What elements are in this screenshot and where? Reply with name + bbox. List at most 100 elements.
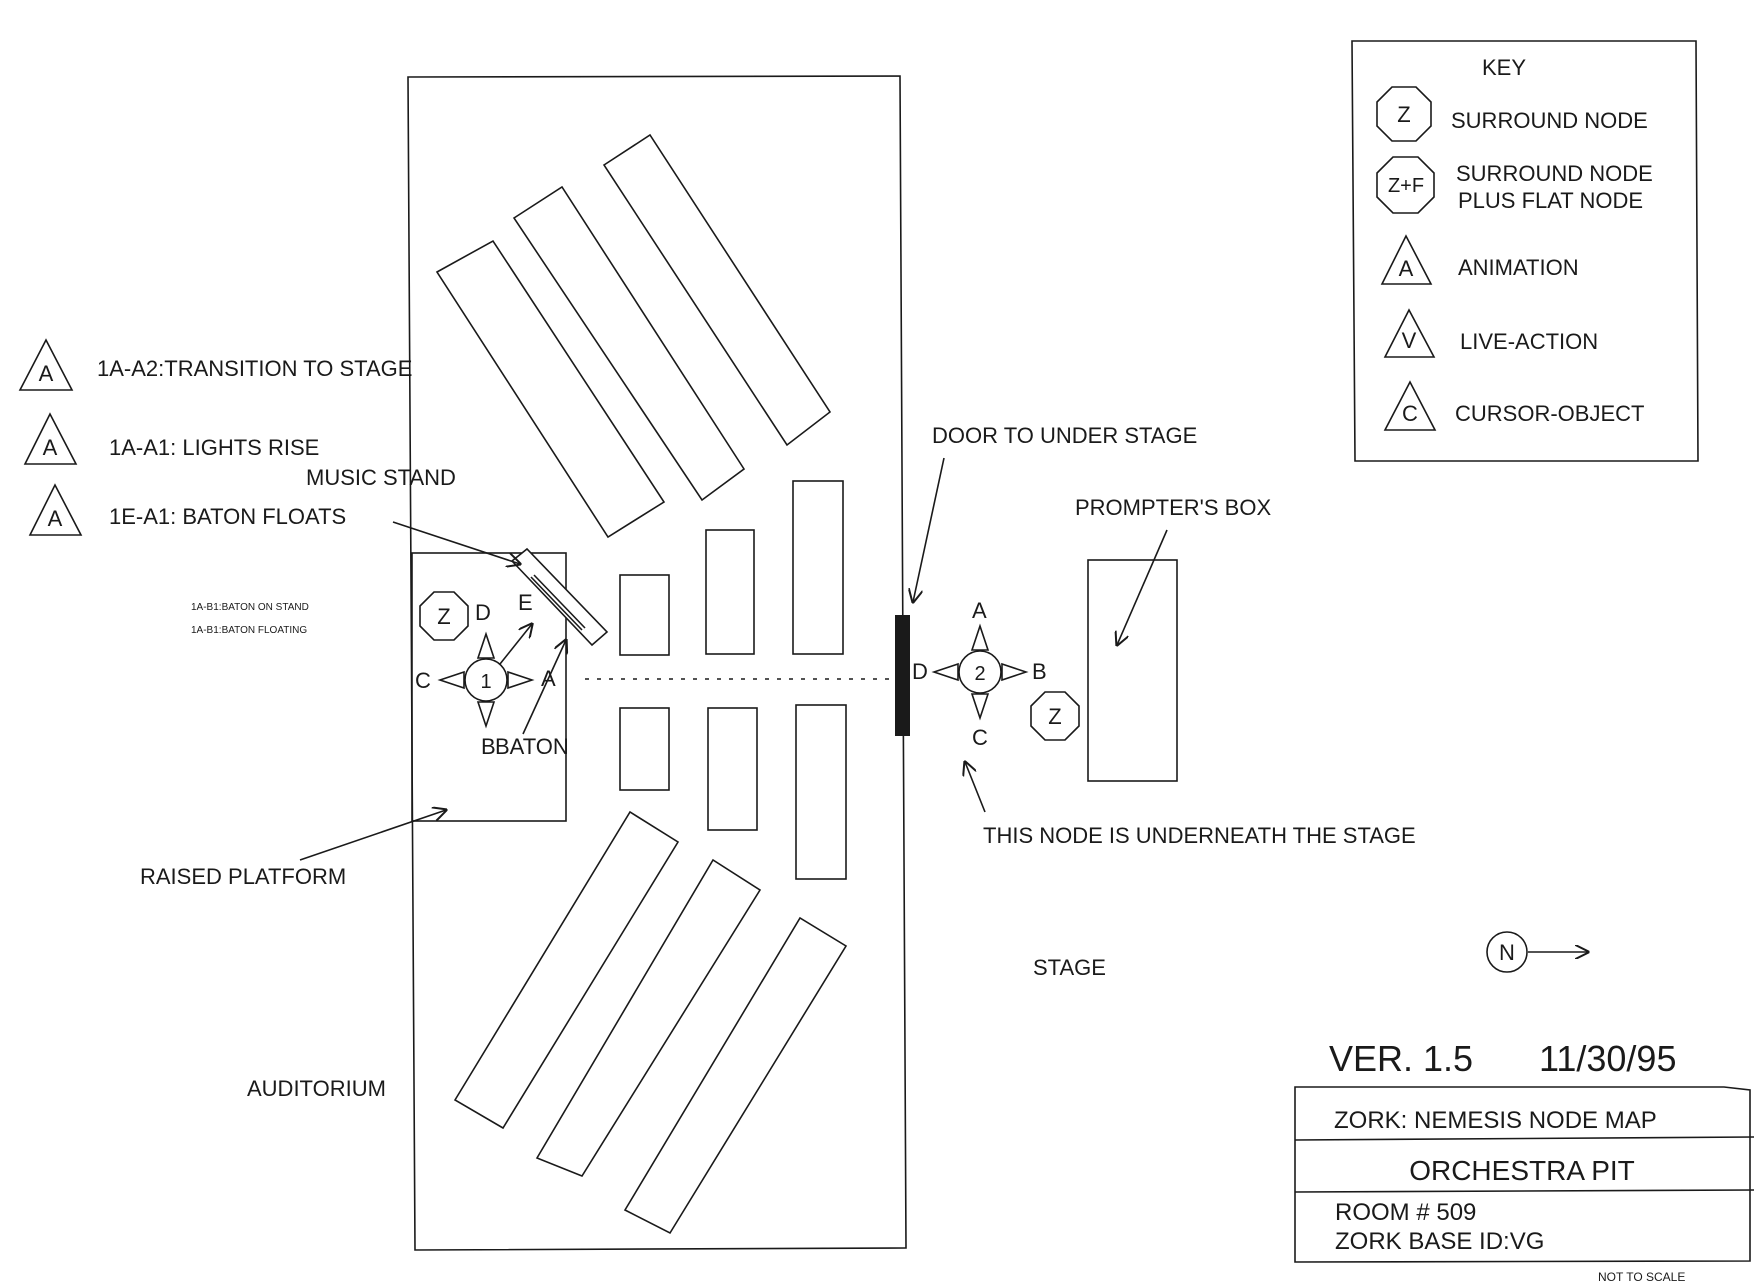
- node-2-surround-label: Z: [1048, 704, 1061, 729]
- baton-label: BATON: [495, 734, 569, 759]
- node-1-surround[interactable]: Z: [419, 591, 469, 641]
- stage-label: STAGE: [1033, 955, 1106, 980]
- animation-list: A 1A-A2:TRANSITION TO STAGE A 1A-A1: LIG…: [18, 338, 412, 536]
- prompters-box-label: PROMPTER'S BOX: [1075, 495, 1271, 520]
- chair: [705, 529, 755, 655]
- chair: [707, 707, 758, 831]
- octagon-icon: [1030, 691, 1080, 741]
- room-number: ROOM # 509: [1335, 1199, 1476, 1226]
- seat-bench: [535, 858, 762, 1177]
- node-1-dir-up: D: [475, 600, 491, 625]
- octagon-icon: [419, 591, 469, 641]
- animation-item-label: 1E-A1: BATON FLOATS: [109, 504, 346, 529]
- prompters-box-leader: [1117, 529, 1168, 645]
- node-1-circle: [464, 658, 508, 702]
- prompters-box: [1087, 559, 1178, 782]
- seat-bench: [602, 133, 832, 447]
- seat-bench: [623, 916, 848, 1235]
- node-2-surround[interactable]: Z: [1030, 691, 1080, 741]
- door-leader: [913, 457, 945, 602]
- node-1-arrow-diag: [499, 624, 532, 665]
- node-2-dir-right: B: [1032, 659, 1047, 684]
- node-2-circle: [958, 650, 1002, 694]
- animation-item-label: 1A-A2:TRANSITION TO STAGE: [97, 356, 412, 381]
- animation-item[interactable]: A 1A-A1: LIGHTS RISE: [23, 412, 319, 465]
- music-stand-label: MUSIC STAND: [306, 465, 456, 490]
- node-1-arrow-up: [476, 631, 496, 659]
- animation-triangle-icon: [23, 412, 78, 465]
- key-item-label-line1: SURROUND NODE: [1456, 161, 1653, 186]
- triangle-icon: [1383, 380, 1437, 431]
- animation-item-symbol: A: [48, 506, 63, 531]
- small-note: 1A-B1:BATON ON STAND: [191, 602, 309, 613]
- title-block-divider: [1294, 1136, 1755, 1141]
- under-stage-note: THIS NODE IS UNDERNEATH THE STAGE: [983, 823, 1416, 848]
- chair: [795, 704, 847, 880]
- music-stand: [510, 547, 609, 647]
- auditorium-label: AUDITORIUM: [247, 1076, 386, 1101]
- animation-item-symbol: A: [43, 435, 58, 460]
- chair: [619, 574, 670, 656]
- node-2-arrow-right: [1001, 662, 1029, 682]
- game-title: ZORK: NEMESIS NODE MAP: [1334, 1107, 1657, 1134]
- raised-platform-label: RAISED PLATFORM: [140, 864, 346, 889]
- key-border: [1351, 40, 1699, 462]
- octagon-icon: [1376, 156, 1435, 214]
- animation-item-label: 1A-A1: LIGHTS RISE: [109, 435, 319, 460]
- chair: [792, 480, 844, 655]
- chair: [619, 707, 670, 791]
- node-2[interactable]: 2 A B C D: [912, 598, 1047, 750]
- base-id: ZORK BASE ID:VG: [1335, 1228, 1544, 1255]
- animation-triangle-icon: [18, 338, 74, 391]
- seat-bench: [512, 185, 746, 502]
- node-2-number: 2: [974, 663, 985, 685]
- baton-leader: [522, 640, 566, 735]
- door-to-under-stage: [895, 615, 910, 736]
- octagon-icon: [1376, 86, 1432, 142]
- node-2-dir-up: A: [972, 598, 987, 623]
- version-label: VER. 1.5: [1329, 1038, 1473, 1079]
- animation-item[interactable]: A 1E-A1: BATON FLOATS: [28, 483, 346, 536]
- under-stage-leader: [965, 762, 986, 813]
- key-item-label: ANIMATION: [1458, 255, 1579, 280]
- title-block-divider: [1294, 1189, 1755, 1193]
- key-item-label-line2: PLUS FLAT NODE: [1458, 188, 1643, 213]
- date-label: 11/30/95: [1539, 1038, 1676, 1079]
- title-block-border: [1294, 1086, 1751, 1263]
- node-1[interactable]: 1 D A B C E: [415, 590, 556, 759]
- seat-bench: [435, 239, 666, 539]
- node-1-number: 1: [480, 671, 491, 693]
- upper-seating: [435, 133, 832, 539]
- north-circle: [1486, 931, 1528, 973]
- lower-seating: [453, 810, 848, 1235]
- scale-note: NOT TO SCALE: [1598, 1270, 1685, 1284]
- door-label: DOOR TO UNDER STAGE: [932, 423, 1197, 448]
- key-item-label: CURSOR-OBJECT: [1455, 401, 1644, 426]
- key-item-symbol: Z: [1397, 102, 1410, 127]
- key-item: V LIVE-ACTION: [1383, 308, 1598, 358]
- room-name: ORCHESTRA PIT: [1409, 1155, 1635, 1186]
- animation-item[interactable]: A 1A-A2:TRANSITION TO STAGE: [18, 338, 412, 391]
- key-item-symbol: A: [1399, 256, 1414, 281]
- animation-item-symbol: A: [39, 361, 54, 386]
- key-item-symbol: Z+F: [1388, 175, 1424, 197]
- north-label: N: [1499, 940, 1515, 965]
- key-legend: KEY Z SURROUND NODE Z+F SURROUND NODE PL…: [1351, 40, 1699, 462]
- node-1-arrow-left: [437, 670, 465, 690]
- key-item: C CURSOR-OBJECT: [1383, 380, 1644, 431]
- triangle-icon: [1380, 234, 1433, 285]
- key-item-label: SURROUND NODE: [1451, 108, 1648, 133]
- key-item: Z+F SURROUND NODE PLUS FLAT NODE: [1376, 156, 1653, 214]
- node-1-surround-label: Z: [437, 604, 450, 629]
- triangle-icon: [1383, 308, 1436, 358]
- pit-outline: [407, 75, 907, 1251]
- node-1-arrow-right: [507, 670, 535, 690]
- node-2-arrow-up: [970, 623, 990, 651]
- key-item: A ANIMATION: [1380, 234, 1579, 285]
- node-2-dir-left: D: [912, 659, 928, 684]
- key-title: KEY: [1482, 55, 1526, 80]
- north-indicator: N: [1486, 931, 1588, 973]
- node-2-arrow-left: [931, 662, 959, 682]
- key-item-symbol: C: [1402, 401, 1418, 426]
- key-item: Z SURROUND NODE: [1376, 86, 1648, 142]
